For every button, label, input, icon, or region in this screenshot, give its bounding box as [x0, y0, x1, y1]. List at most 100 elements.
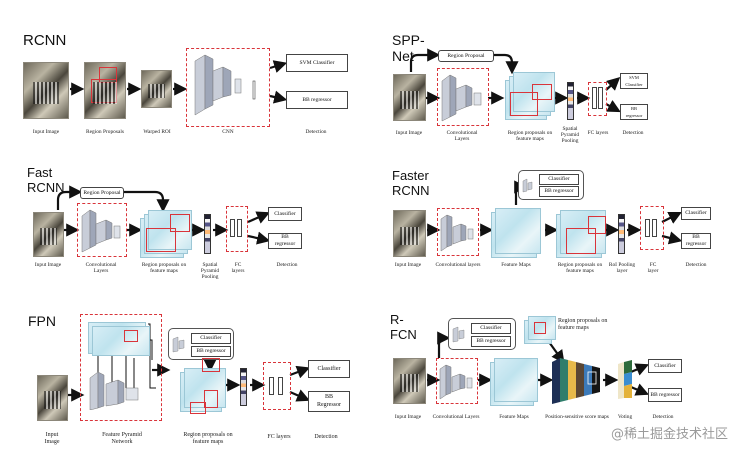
fpn-classifier: Classifier: [308, 360, 350, 378]
fast-fc-label: FC layers: [231, 262, 245, 274]
fpn-fc-box: [263, 362, 291, 410]
fpn-top-fmap-2: [92, 326, 150, 356]
spp-pyramid-column: [567, 82, 574, 120]
rfcn-fmaps-label: Feature Maps: [499, 414, 529, 420]
spp-fc-label: FC layers: [587, 130, 609, 136]
faster-rpn-box: Classifier BB regressor: [518, 170, 584, 200]
fpn-pyramid-box: [80, 314, 162, 421]
faster-rpn-layers: [522, 178, 533, 193]
rcnn-proposals-image: [84, 62, 126, 119]
fpn-bb-regressor: BB Regressor: [308, 391, 350, 412]
faster-input-label: Input Image: [394, 262, 422, 268]
rcnn-input-label: Input Image: [32, 129, 60, 135]
spp-roi-box-2: [532, 84, 552, 100]
rcnn-cnn-box: [186, 48, 270, 127]
fast-conv-layers: [81, 209, 121, 253]
spp-conv-label: Convolutional Layers: [446, 130, 478, 142]
rfcn-conv-label: Convolutional Layers: [432, 414, 480, 420]
faster-rpn-classifier: Classifier: [539, 174, 579, 185]
rcnn-cnn-layers: [194, 54, 256, 116]
rcnn-bb-regressor: BB regressor: [286, 91, 348, 109]
fast-roi-box-1: [146, 228, 176, 252]
fast-proposals-label: Region proposals on feature maps: [141, 262, 187, 274]
rfcn-rpn-classifier: Classifier: [471, 323, 511, 334]
fpn-roi-box-2: [204, 390, 218, 408]
spp-svm-classifier: SVM Classifier: [620, 73, 648, 89]
rfcn-scoremaps-label: Position-sensitive score maps: [545, 414, 609, 420]
fast-title: Fast RCNN: [27, 165, 65, 195]
rfcn-voting-label: Voting: [617, 414, 633, 420]
fpn-backbone: [89, 371, 139, 410]
faster-roi-box-1: [566, 228, 596, 254]
rfcn-rpn-bb: BB regressor: [471, 336, 511, 347]
rfcn-top-fmap-2: [528, 316, 556, 340]
faster-conv-label: Convolutional layers: [435, 262, 481, 268]
fast-conv-box: [77, 203, 127, 257]
fast-classifier: Classifier: [268, 207, 302, 221]
rfcn-rpn-box: Classifier BB regressor: [448, 318, 516, 350]
faster-proposals-label: Region proposals on feature maps: [557, 262, 603, 274]
fast-roi-box-2: [170, 214, 190, 232]
fpn-pyramid-label: Feature Pyramid Network: [102, 432, 142, 445]
rfcn-classifier: Classifier: [648, 359, 682, 373]
faster-roi-label: RoI Pooling layer: [608, 262, 636, 274]
fpn-input-label: Input Image: [44, 432, 60, 445]
rcnn-svm-classifier: SVM Classifier: [286, 54, 348, 72]
fast-detection-label: Detection: [276, 262, 298, 268]
spp-fc-box: [588, 82, 607, 116]
rfcn-score-maps: [552, 358, 600, 404]
rfcn-conv-box: [436, 358, 478, 404]
fast-fc-box: [226, 206, 248, 252]
faster-detection-label: Detection: [685, 262, 707, 268]
fast-pyramid-column: [204, 214, 211, 254]
rcnn-title: RCNN: [23, 32, 67, 49]
spp-proposals-label: Region proposals on feature maps: [507, 130, 553, 142]
faster-title: Faster RCNN: [392, 168, 430, 198]
spp-region-proposal: Region Proposal: [438, 50, 494, 62]
rfcn-input-image: [393, 358, 426, 404]
faster-fc-box: [640, 206, 664, 250]
fpn-title: FPN: [28, 313, 56, 329]
fpn-top-roi: [124, 330, 138, 342]
rcnn-proposals-label: Region Proposals: [86, 129, 124, 135]
faster-fc-label: FC layer: [647, 262, 659, 274]
fpn-proposals-label: Region proposals on feature maps: [183, 432, 233, 445]
rfcn-input-label: Input Image: [394, 414, 422, 420]
fpn-input-image: [37, 375, 68, 421]
spp-conv-layers: [441, 74, 482, 122]
spp-title: SPP-Net: [392, 32, 425, 64]
rcnn-input-image: [23, 62, 69, 119]
rfcn-rpn-layers: [452, 326, 465, 343]
faster-roi-column: [618, 214, 625, 254]
spp-input-image: [393, 74, 426, 121]
rfcn-fmap-2: [494, 358, 538, 402]
spp-roi-box-1: [510, 92, 538, 116]
watermark: @稀土掘金技术社区: [610, 427, 728, 442]
faster-rpn-bb: BB regressor: [539, 186, 579, 197]
fpn-rpn-bb: BB regressor: [191, 346, 231, 357]
spp-bb-regressor: BB regressor: [620, 104, 648, 120]
faster-fmaps-label: Feature Maps: [501, 262, 531, 268]
faster-conv-box: [437, 208, 479, 256]
faster-bb-regressor: BB regressor: [681, 233, 711, 249]
faster-classifier: Classifier: [681, 207, 711, 220]
spp-input-label: Input Image: [395, 130, 423, 136]
spp-pooling-label: Spatial Pyramid Pooling: [560, 126, 580, 144]
rcnn-detection-label: Detection: [305, 129, 327, 135]
rfcn-detection-label: Detection: [652, 414, 674, 420]
fpn-region-fmap-2: [184, 368, 226, 408]
fast-bb-regressor: BB regressor: [268, 233, 302, 249]
rfcn-conv-layers: [439, 364, 473, 400]
fast-region-proposal: Region Proposal: [80, 187, 124, 199]
rcnn-cnn-label: CNN: [222, 129, 234, 135]
faster-fmap-2: [495, 208, 541, 254]
fpn-rpn-box: Classifier BB regressor: [168, 328, 234, 360]
faster-input-image: [393, 210, 426, 257]
fpn-pool-column: [240, 368, 247, 406]
rfcn-voting-block: [618, 360, 632, 399]
fpn-rpn-classifier: Classifier: [191, 333, 231, 344]
fpn-detection-label: Detection: [314, 434, 338, 440]
fast-conv-label: Convolutional Layers: [85, 262, 117, 274]
fast-input-image: [33, 212, 64, 257]
